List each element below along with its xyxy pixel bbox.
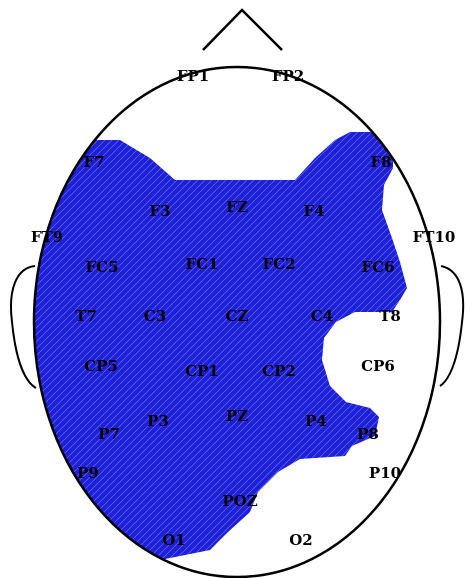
electrode-label-p9: P9 [77, 464, 99, 482]
electrode-label-p10: P10 [369, 464, 401, 482]
electrode-label-cp2: CP2 [262, 362, 296, 380]
electrode-label-fc6: FC6 [361, 258, 394, 276]
right-ear-outline [439, 265, 465, 387]
left-ear-outline [10, 265, 37, 389]
electrode-label-ft9: FT9 [31, 228, 63, 246]
electrode-label-p7: P7 [98, 425, 120, 443]
activation-region-group [34, 132, 407, 560]
electrode-label-p4: P4 [305, 412, 327, 430]
electrode-label-cz: CZ [226, 307, 249, 325]
electrode-label-p3: P3 [147, 412, 169, 430]
electrode-label-p8: P8 [357, 425, 379, 443]
electrode-label-cp5: CP5 [84, 357, 118, 375]
electrode-label-fc1: FC1 [185, 255, 218, 273]
electrode-label-c3: C3 [144, 307, 166, 325]
electrode-label-f3: F3 [149, 202, 170, 220]
electrode-label-t7: T7 [75, 307, 97, 325]
electrode-label-t8: T8 [379, 307, 401, 325]
electrode-label-fc5: FC5 [85, 258, 118, 276]
electrode-label-cp6: CP6 [361, 357, 395, 375]
head-outline [32, 65, 442, 578]
electrode-label-cp1: CP1 [185, 362, 219, 380]
nose-outline [202, 8, 283, 51]
electrode-label-f8: F8 [370, 153, 391, 171]
electrode-label-fp1: FP1 [177, 67, 209, 85]
electrode-label-o2: O2 [289, 531, 313, 549]
electrode-label-poz: POZ [222, 492, 257, 510]
electrode-label-f4: F4 [303, 202, 324, 220]
electrode-label-c4: C4 [311, 307, 333, 325]
electrode-label-pz: PZ [226, 407, 248, 425]
electrode-label-ft10: FT10 [413, 228, 456, 246]
electrode-label-o1: O1 [162, 531, 186, 549]
electrode-label-fp2: FP2 [272, 67, 304, 85]
activation-region [34, 132, 407, 560]
electrode-label-fz: FZ [226, 198, 248, 216]
electrode-label-f7: F7 [83, 153, 104, 171]
electrode-label-fc2: FC2 [262, 255, 295, 273]
